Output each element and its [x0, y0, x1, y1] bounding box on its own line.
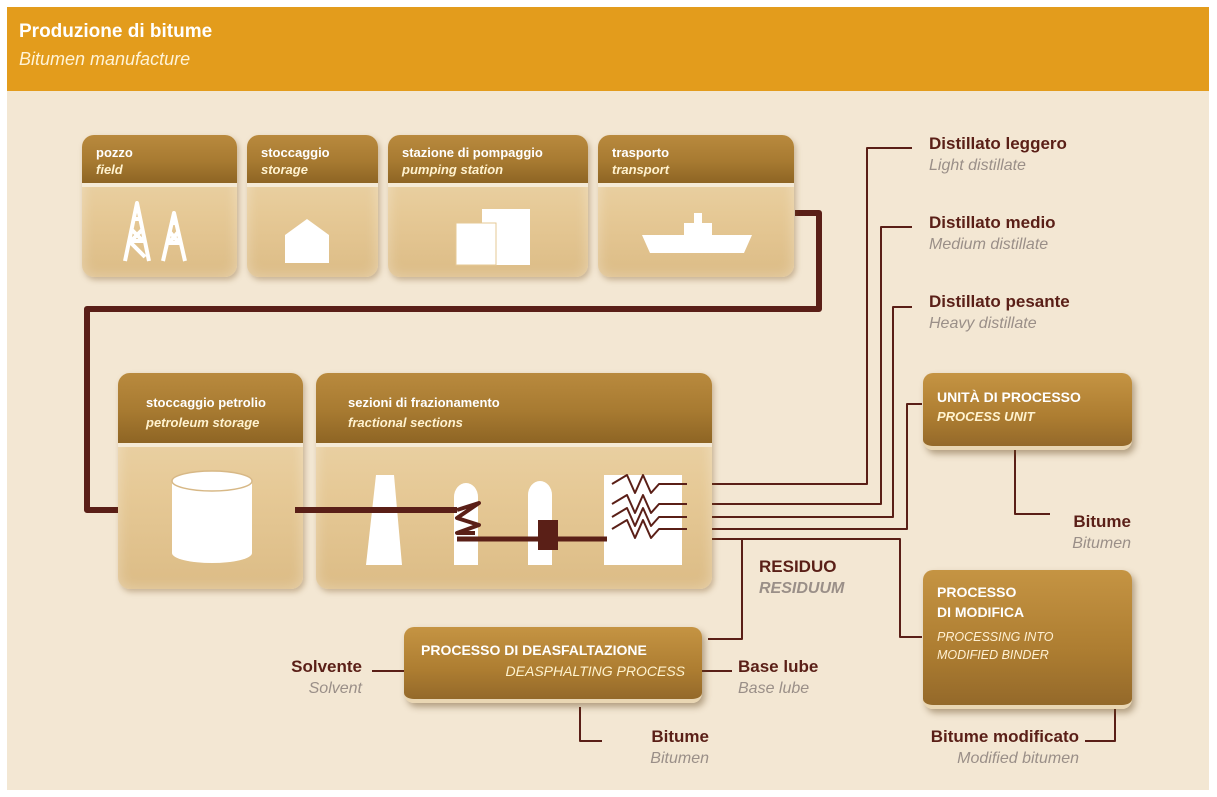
- transport-label-it: trasporto: [612, 145, 670, 160]
- storage-box: stoccaggio storage: [247, 135, 378, 277]
- medium-distillate-label: Distillato medio Medium distillate: [929, 213, 1056, 254]
- storage-house-icon: [285, 219, 329, 263]
- modify-label-it-1: PROCESSO: [937, 584, 1017, 600]
- storage-label-it: stoccaggio: [261, 145, 330, 160]
- transport-label-en: transport: [612, 162, 670, 177]
- bitumen-bottom-en: Bitumen: [650, 750, 709, 767]
- petroleum-storage-label-it: stoccaggio petrolio: [146, 395, 266, 410]
- modify-feed-line: [687, 538, 922, 638]
- field-box: pozzo field: [82, 135, 237, 277]
- solvent-label: Solvente Solvent: [291, 657, 362, 698]
- base-lube-en: Base lube: [738, 680, 810, 697]
- pumping-station-box: stazione di pompaggio pumping station: [388, 135, 588, 277]
- diagram-subtitle: Bitumen manufacture: [19, 49, 191, 69]
- heavy-distillate-en: Heavy distillate: [929, 315, 1037, 332]
- petroleum-storage-box: stoccaggio petrolio petroleum storage: [118, 373, 303, 589]
- base-lube-it: Base lube: [738, 657, 819, 676]
- fractional-label-it: sezioni di frazionamento: [348, 395, 500, 410]
- modified-bitumen-it: Bitume modificato: [930, 727, 1079, 746]
- process-unit-box: UNITÀ DI PROCESSO PROCESS UNIT: [923, 373, 1132, 450]
- heavy-distillate-label: Distillato pesante Heavy distillate: [929, 292, 1070, 333]
- light-distillate-it: Distillato leggero: [929, 134, 1067, 153]
- modify-label-en-1: PROCESSING INTO: [937, 630, 1054, 644]
- modified-bitumen-en: Modified bitumen: [957, 750, 1079, 767]
- storage-label-en: storage: [261, 162, 308, 177]
- bitumen-right-it: Bitume: [1073, 512, 1131, 531]
- deasphalting-label-it: PROCESSO DI DEASFALTAZIONE: [421, 642, 647, 658]
- bitumen-bottom-label: Bitume Bitumen: [650, 727, 709, 768]
- pumping-label-en: pumping station: [402, 162, 504, 177]
- light-distillate-label: Distillato leggero Light distillate: [929, 134, 1067, 175]
- diagram-frame: Produzione di bitume Bitumen manufacture: [7, 7, 1209, 790]
- residuum-en: RESIDUUM: [759, 580, 845, 597]
- tank-icon: [171, 470, 253, 563]
- pumping-station-icon: [455, 209, 530, 266]
- light-distillate-en: Light distillate: [929, 157, 1026, 174]
- deasphalting-out-line: [579, 707, 602, 742]
- diagram-title: Produzione di bitume: [19, 21, 213, 42]
- medium-distillate-en: Medium distillate: [929, 236, 1049, 253]
- field-label-en: field: [96, 162, 123, 177]
- modified-bitumen-label: Bitume modificato Modified bitumen: [931, 727, 1079, 768]
- oil-derrick-icon: [123, 201, 187, 262]
- residuum-line: [687, 538, 743, 640]
- bitumen-bottom-it: Bitume: [651, 727, 709, 746]
- fractional-sections-box: sezioni di frazionamento fractional sect…: [316, 373, 712, 589]
- modified-out-line: [1085, 707, 1116, 742]
- medium-distillate-it: Distillato medio: [929, 213, 1056, 232]
- header-bar: Produzione di bitume Bitumen manufacture: [7, 7, 1209, 91]
- modify-label-en-2: MODIFIED BINDER: [937, 648, 1049, 662]
- petroleum-storage-label-en: petroleum storage: [146, 415, 260, 430]
- pumping-label-it: stazione di pompaggio: [402, 145, 543, 160]
- process-unit-label-en: PROCESS UNIT: [937, 409, 1035, 424]
- pipe-detail-overlay: [295, 474, 687, 550]
- solvent-en: Solvent: [308, 680, 362, 697]
- bitumen-right-en: Bitumen: [1072, 535, 1131, 552]
- process-unit-out-line: [1014, 447, 1050, 515]
- distillation-column-icon: [366, 475, 682, 565]
- modify-label-it-2: DI MODIFICA: [937, 604, 1025, 620]
- ship-icon: [642, 213, 752, 253]
- solvent-it: Solvente: [291, 657, 362, 676]
- modify-process-box: PROCESSO DI MODIFICA PROCESSING INTO MOD…: [923, 570, 1132, 709]
- fractional-label-en: fractional sections: [348, 415, 463, 430]
- residuum-it: RESIDUO: [759, 557, 837, 576]
- deasphalting-process-box: PROCESSO DI DEASFALTAZIONE DEASPHALTING …: [404, 627, 702, 703]
- deasphalting-label-en: DEASPHALTING PROCESS: [505, 663, 685, 679]
- bitumen-right-label: Bitume Bitumen: [1072, 512, 1131, 553]
- process-unit-label-it: UNITÀ DI PROCESSO: [937, 389, 1081, 405]
- heavy-distillate-it: Distillato pesante: [929, 292, 1070, 311]
- field-label-it: pozzo: [96, 145, 133, 160]
- base-lube-label: Base lube Base lube: [738, 657, 818, 698]
- residuum-label: RESIDUO RESIDUUM: [759, 557, 844, 598]
- transport-box: trasporto transport: [598, 135, 794, 277]
